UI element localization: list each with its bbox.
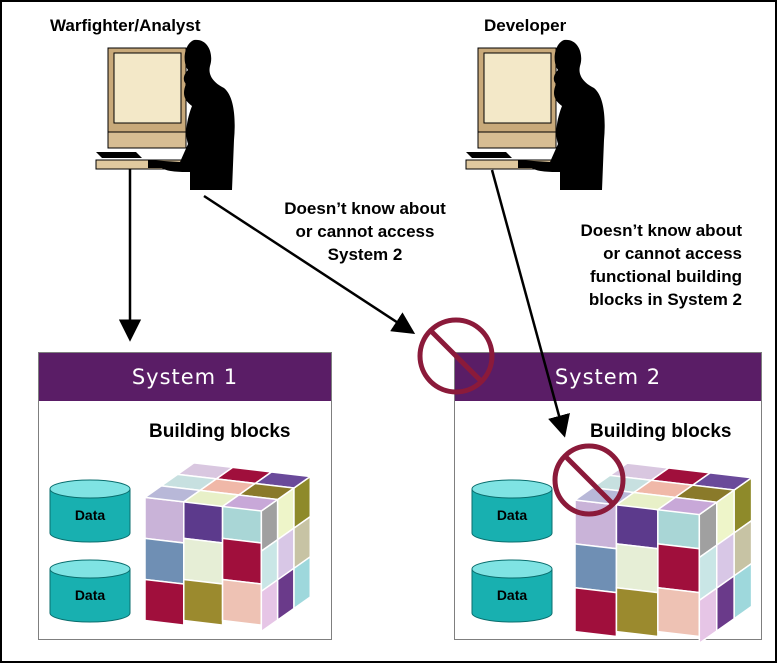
cube-facet	[220, 494, 280, 512]
cube-facet	[293, 555, 312, 610]
note-system2-access: Doesn’t know about or cannot access Syst…	[250, 197, 480, 266]
note-blocks-access: Doesn’t know about or cannot access func…	[510, 219, 743, 311]
warfighter-computer-icon	[95, 39, 235, 191]
system-1-header: System 1	[39, 353, 331, 401]
warfighter-title: Warfighter/Analyst	[50, 16, 201, 35]
note-line: Doesn’t know about	[580, 221, 743, 240]
developer-computer-icon	[465, 39, 605, 191]
prohibited-icon	[552, 443, 626, 517]
database-label: Data	[496, 587, 528, 603]
database-icon: Data	[471, 559, 553, 623]
system-2-building-blocks-label: Building blocks	[590, 421, 732, 442]
system-2-header: System 2	[455, 353, 761, 401]
building-blocks-cube-icon	[142, 462, 313, 633]
note-line: Doesn’t know about	[284, 199, 446, 218]
database-icon: Data	[49, 479, 131, 543]
cube-facet	[733, 562, 753, 621]
note-line: or cannot access	[295, 222, 435, 241]
developer-title: Developer	[484, 16, 567, 35]
note-line: functional building	[589, 267, 742, 286]
system-2-box: System 2 Building blocks Data Data	[454, 352, 762, 645]
cube-facet	[574, 586, 618, 638]
building-blocks-cube-icon	[572, 462, 754, 645]
cube-facet	[655, 496, 719, 516]
database-label: Data	[74, 507, 106, 523]
note-line: System 2	[327, 245, 403, 264]
note-line: or cannot access	[603, 244, 742, 263]
arrow-to-building-blocks	[490, 169, 570, 438]
note-line: blocks in System 2	[588, 290, 742, 309]
arrow-to-system-2	[203, 194, 416, 335]
system-1-box: System 1 Building blocks Data Data	[38, 352, 332, 640]
cube-facet	[183, 578, 224, 626]
database-label: Data	[74, 587, 106, 603]
database-icon: Data	[49, 559, 131, 623]
prohibited-icon	[417, 317, 495, 395]
cube-facet	[144, 578, 185, 626]
database-icon: Data	[471, 479, 553, 543]
system-1-building-blocks-label: Building blocks	[149, 421, 291, 442]
cube-facet	[615, 586, 659, 638]
database-label: Data	[496, 507, 528, 523]
